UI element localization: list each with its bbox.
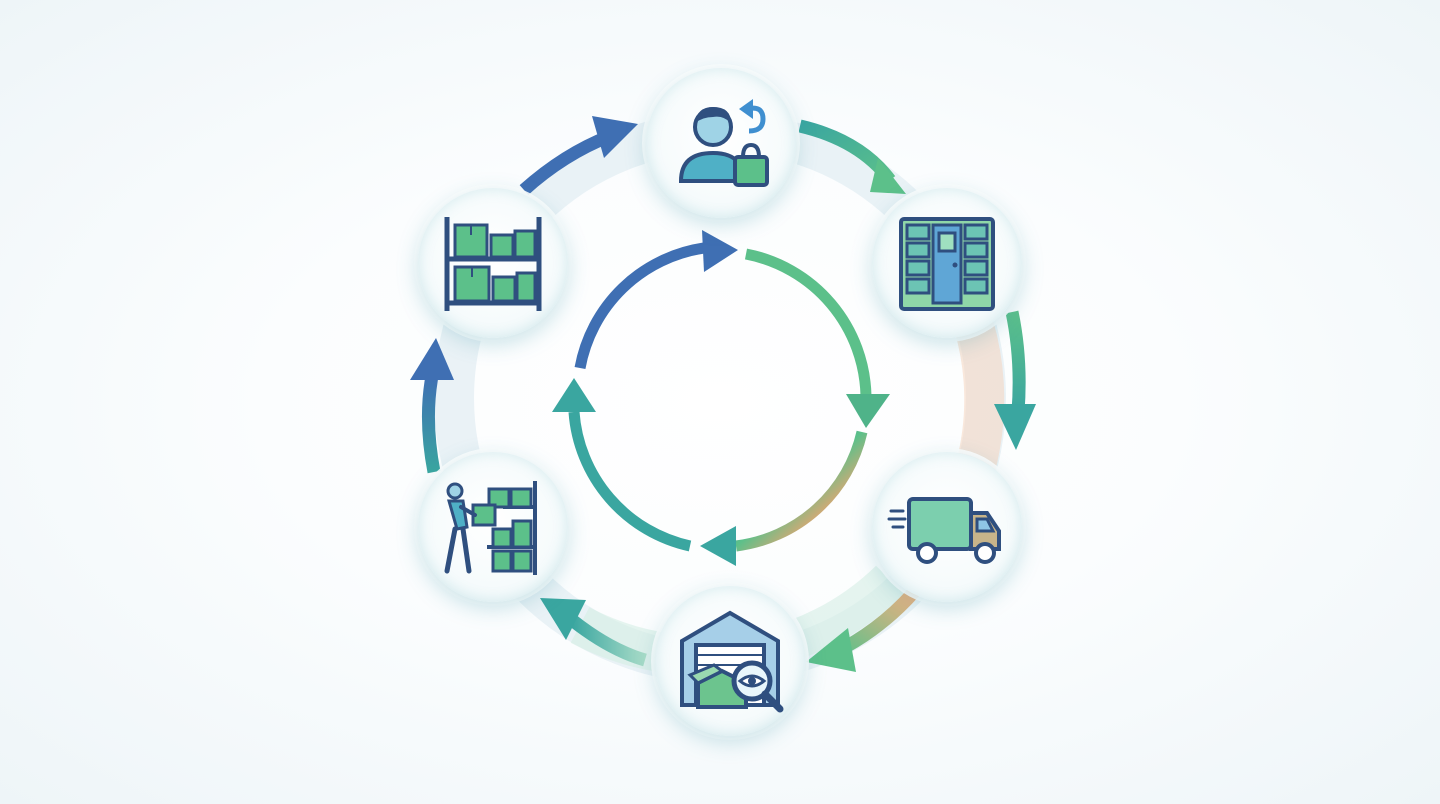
step-delivery-truck [872, 452, 1022, 602]
arrow-worker-to-shelves [421, 374, 441, 474]
arrow-head-shelves-to-return [592, 116, 638, 158]
warehouse-inspection-icon [680, 610, 784, 713]
step-customer-return [646, 68, 796, 218]
arrow-head-worker-to-shelves [410, 338, 454, 380]
step-warehouse-inspection [655, 586, 805, 736]
arrow-warehouse-to-worker [567, 614, 647, 667]
customer-return-icon [678, 99, 769, 187]
step-restocking-worker [418, 452, 568, 602]
inner-cycle-head-left [552, 378, 596, 412]
arrow-head-locker-to-truck [994, 404, 1036, 450]
inner-cycle-arc-left [568, 411, 692, 552]
arrow-locker-to-truck [1005, 310, 1026, 413]
step-storage-shelves [418, 188, 568, 338]
inner-cycle-head-top [702, 230, 738, 272]
inner-cycle-head-bottom [700, 526, 736, 566]
inner-cycle-arc-right [744, 248, 872, 397]
storage-shelves-icon [444, 217, 542, 311]
inner-cycle-head-right [846, 394, 890, 428]
inner-cycle-arc-top [574, 242, 705, 369]
parcel-locker-icon [899, 217, 995, 311]
arrow-head-truck-to-warehouse [806, 628, 856, 672]
delivery-truck-icon [887, 497, 1001, 564]
arrow-head-warehouse-to-worker [540, 598, 586, 640]
step-parcel-locker [872, 188, 1022, 338]
inner-cycle-arc-bottom [735, 430, 868, 552]
arrow-head-return-to-locker [870, 158, 906, 194]
restocking-worker-icon [444, 481, 537, 575]
